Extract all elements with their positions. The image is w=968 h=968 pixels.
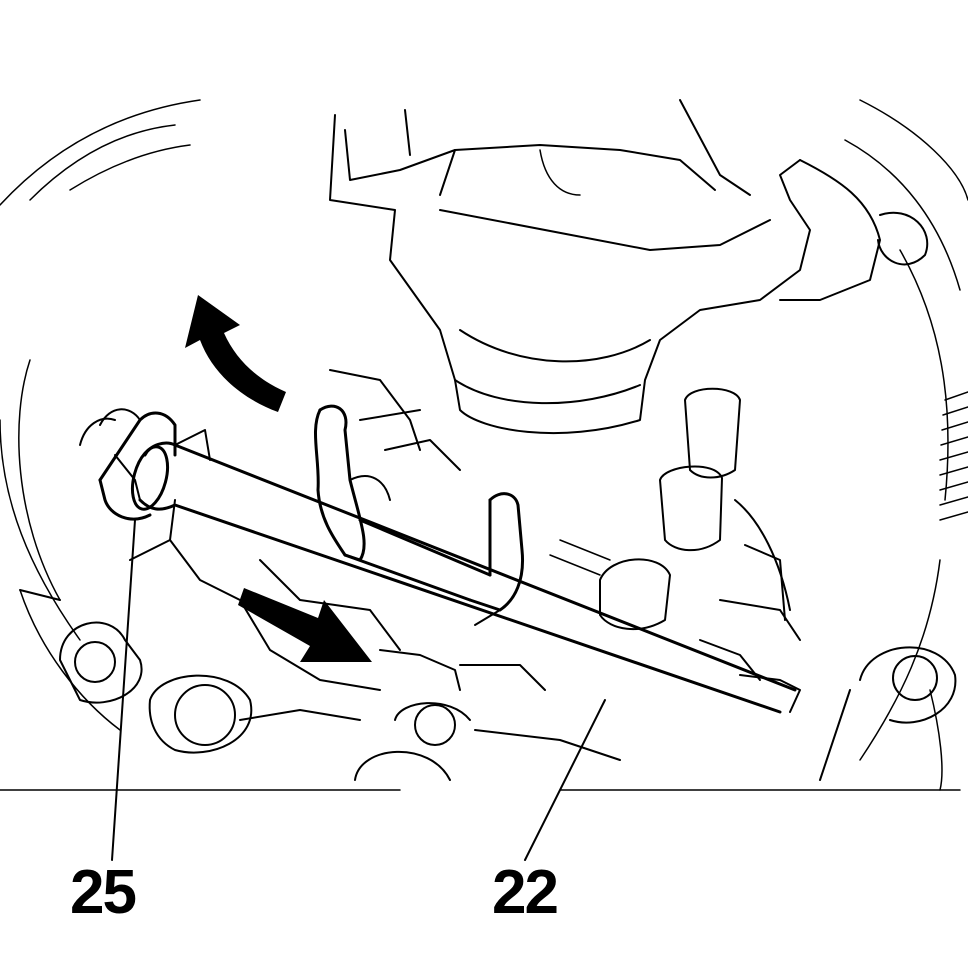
housing-outline [0,99,968,791]
leader-line-22 [524,699,606,861]
gearbox-body [329,99,929,435]
callout-label-22: 22 [492,858,559,927]
push-arrow [238,588,372,662]
rotation-arrow [185,295,286,412]
shaft [130,429,801,714]
housing-web [19,369,957,781]
bushing [79,408,177,521]
leader-lines [111,519,606,861]
shift-fork [314,404,525,626]
callout-label-25: 25 [70,858,137,927]
hatching-right [939,391,968,521]
leader-line-25 [111,519,136,861]
studs [549,387,791,631]
